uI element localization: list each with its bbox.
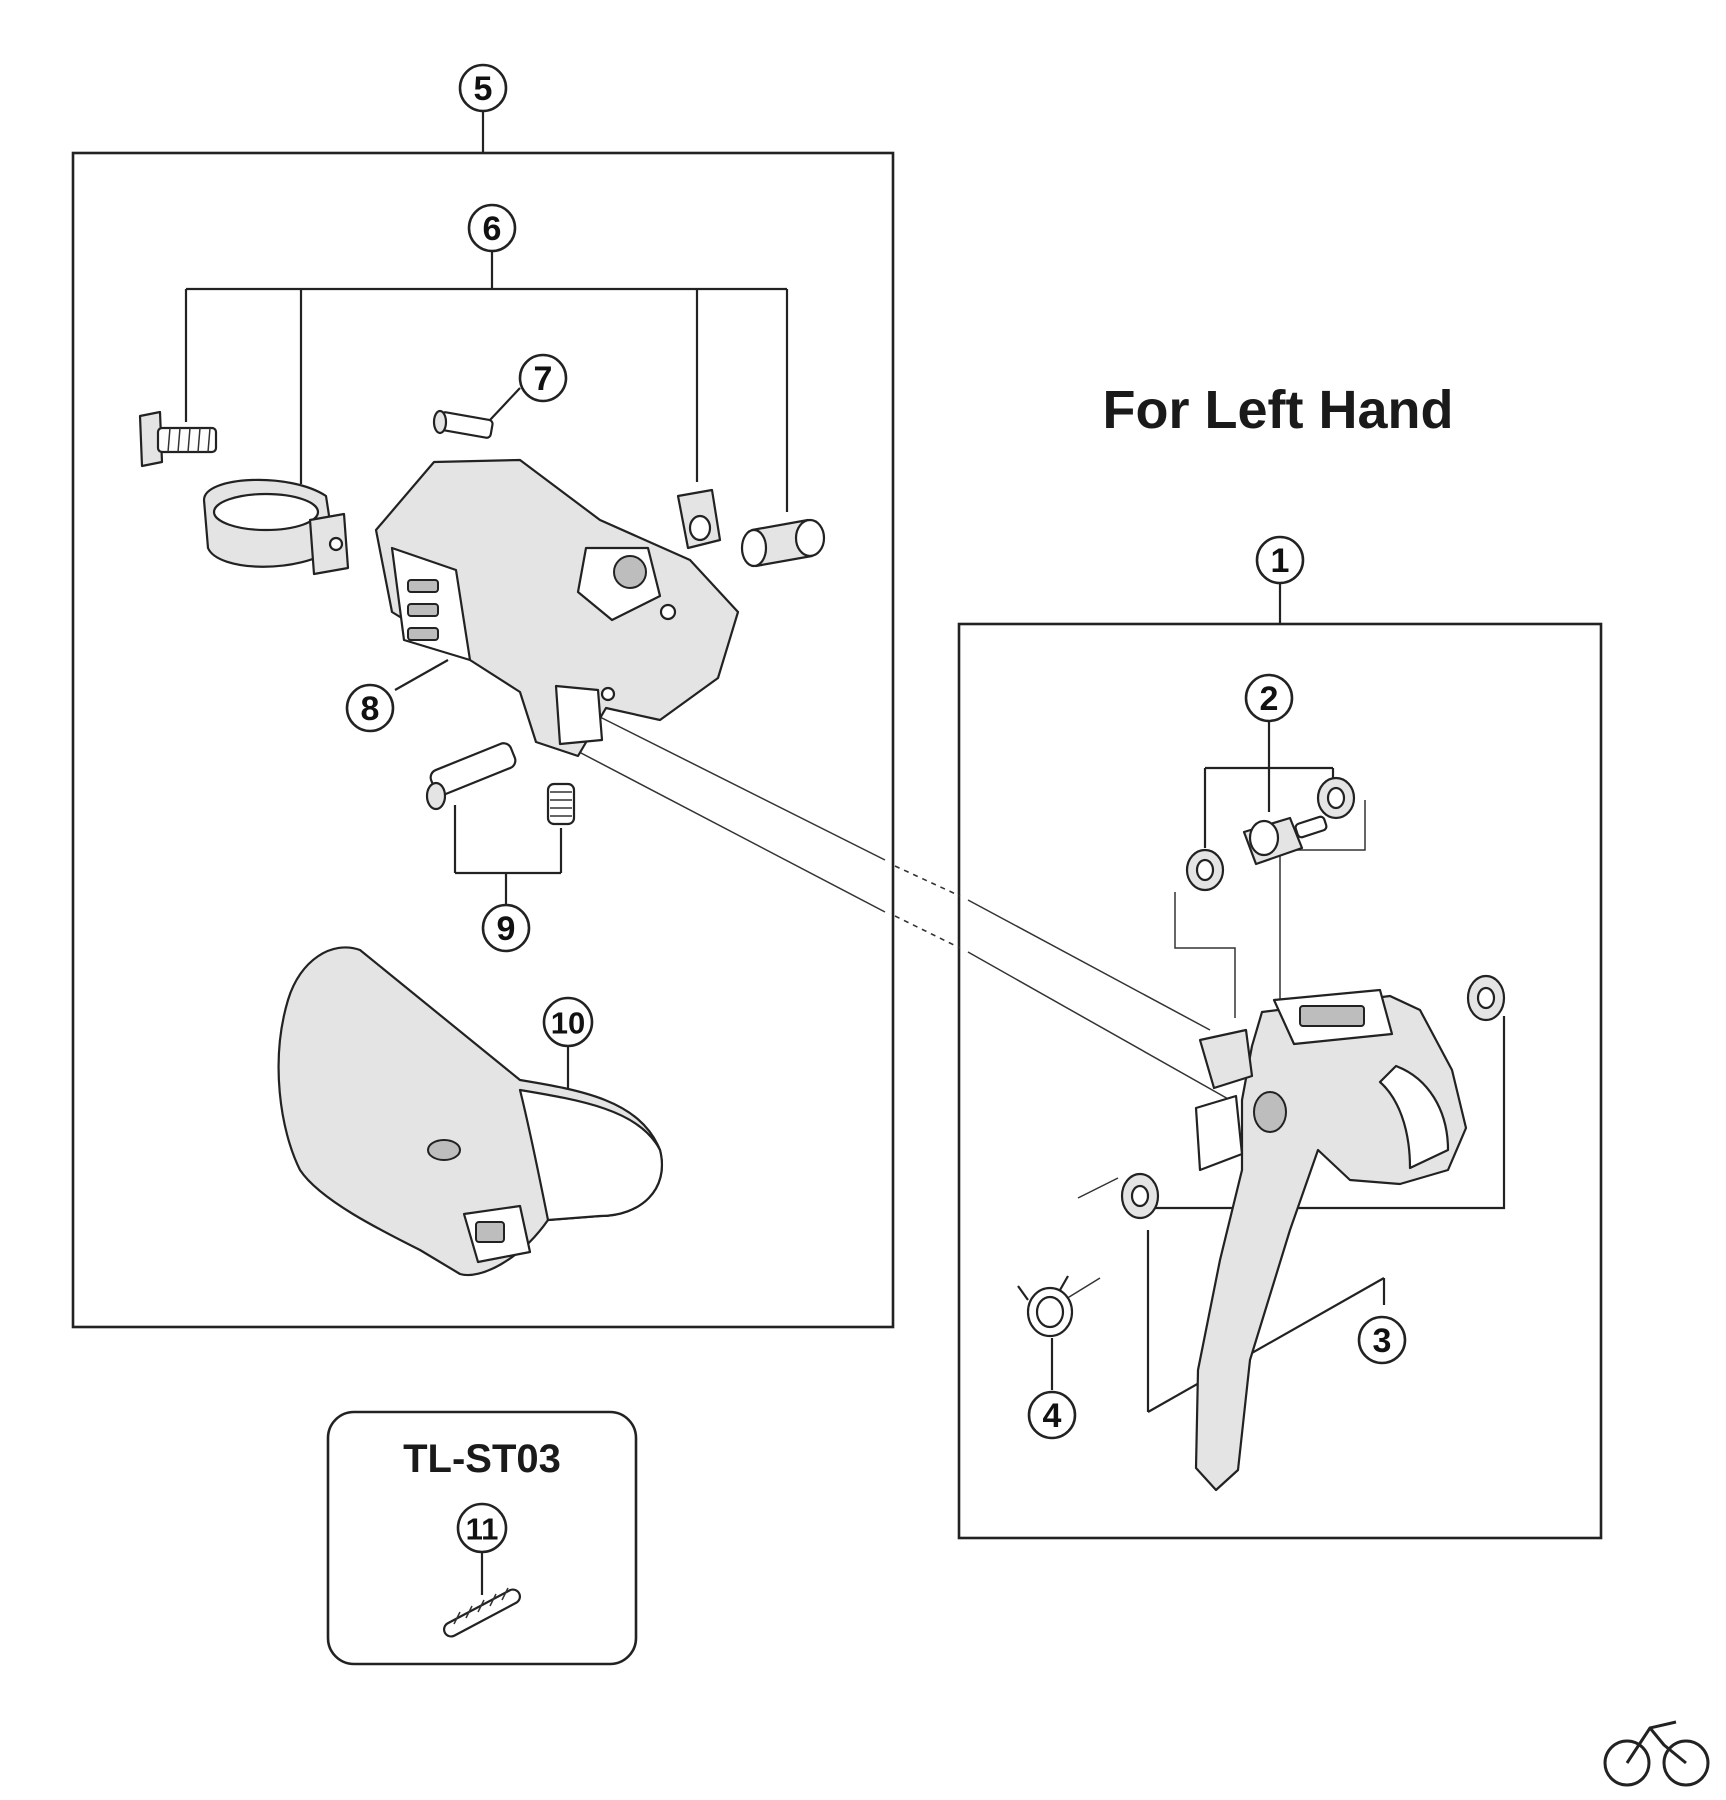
pivot-bushing-right — [1466, 974, 1506, 1022]
svg-text:4: 4 — [1043, 1397, 1062, 1435]
bushing-left — [1185, 848, 1225, 892]
adjust-screw — [432, 409, 494, 439]
tool-pin — [442, 1587, 522, 1638]
callout-9: 9 — [481, 903, 531, 953]
tool-box — [326, 1410, 638, 1666]
svg-text:10: 10 — [551, 1006, 585, 1041]
callout-8: 8 — [345, 683, 395, 733]
callout-5: 5 — [458, 63, 508, 113]
pin-spring — [546, 782, 576, 826]
callout-1: 1 — [1255, 535, 1305, 585]
leader-7 — [489, 387, 521, 421]
shim-plate — [676, 488, 722, 550]
callout-11: 11 — [456, 1502, 508, 1554]
lever-body — [1194, 988, 1468, 1492]
callout-6: 6 — [467, 203, 517, 253]
assembly-guide-lines — [559, 711, 1366, 1311]
callout-2: 2 — [1244, 673, 1294, 723]
bushing-right — [1316, 776, 1356, 820]
hood-cover — [277, 946, 663, 1277]
return-spring — [1017, 1275, 1074, 1338]
bicycle-icon — [1603, 1720, 1710, 1787]
bushing-center — [1242, 815, 1328, 866]
svg-text:2: 2 — [1260, 680, 1279, 718]
leader-9 — [453, 805, 563, 905]
clamp-nut — [740, 518, 826, 568]
callout-3: 3 — [1357, 1315, 1407, 1365]
pivot-pin — [425, 742, 517, 811]
svg-text:1: 1 — [1271, 542, 1290, 580]
callout-7: 7 — [518, 353, 568, 403]
callout-10: 10 — [542, 996, 594, 1048]
svg-text:3: 3 — [1373, 1322, 1392, 1360]
svg-text:9: 9 — [497, 910, 516, 948]
svg-text:11: 11 — [466, 1512, 499, 1547]
leader-8 — [394, 659, 449, 691]
svg-text:6: 6 — [483, 210, 502, 248]
band-clamp — [202, 478, 350, 576]
callout-4: 4 — [1027, 1390, 1077, 1440]
pivot-bushing-left — [1120, 1172, 1160, 1220]
svg-text:7: 7 — [534, 360, 553, 398]
diagram-title: For Left Hand — [1103, 380, 1454, 440]
clamp-bolt — [138, 410, 218, 468]
tool-box-label: TL-ST03 — [403, 1437, 561, 1481]
bracket-body — [374, 458, 740, 758]
svg-text:5: 5 — [474, 70, 493, 108]
svg-text:8: 8 — [361, 690, 380, 728]
leader-6 — [184, 248, 789, 512]
